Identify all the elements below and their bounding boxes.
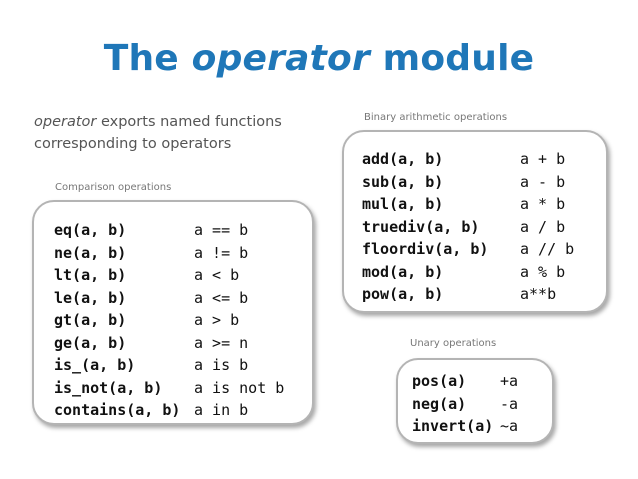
op-row: pow(a, b) a**b: [362, 283, 574, 306]
op-row: eq(a, b) a == b: [54, 219, 284, 242]
intro-emphasis: operator: [34, 114, 97, 130]
op-expression: ~a: [500, 417, 519, 435]
op-function: is_(a, b): [54, 356, 136, 374]
op-function: lt(a, b): [54, 266, 127, 284]
op-expression: a >= n: [194, 333, 249, 352]
op-row: ge(a, b) a >= n: [54, 332, 284, 355]
op-function: pos(a): [412, 372, 467, 390]
op-expression: a // b: [520, 240, 575, 258]
op-expression: a * b: [520, 195, 566, 213]
op-function: mod(a, b): [362, 262, 444, 281]
unary-list: pos(a) +a neg(a) -a invert(a) ~a: [412, 370, 518, 438]
op-expression: a - b: [520, 172, 566, 191]
op-function: ge(a, b): [54, 333, 127, 352]
op-function: gt(a, b): [54, 311, 127, 329]
op-expression: +a: [500, 372, 519, 390]
op-function: floordiv(a, b): [362, 240, 489, 258]
op-function: is_not(a, b): [54, 378, 163, 397]
op-row: floordiv(a, b) a // b: [362, 238, 574, 261]
op-row: sub(a, b) a - b: [362, 171, 574, 194]
op-function: pow(a, b): [362, 285, 444, 303]
op-row: contains(a, b) a in b: [54, 399, 284, 422]
op-expression: a is not b: [194, 378, 285, 397]
op-row: is_(a, b) a is b: [54, 354, 284, 377]
op-function: sub(a, b): [362, 172, 444, 191]
op-function: contains(a, b): [54, 401, 181, 419]
title-suffix: module: [369, 38, 535, 79]
op-row: le(a, b) a <= b: [54, 287, 284, 310]
op-row: gt(a, b) a > b: [54, 309, 284, 332]
op-expression: a / b: [520, 217, 566, 236]
op-function: add(a, b): [362, 150, 444, 168]
op-expression: a is b: [194, 356, 249, 374]
op-function: eq(a, b): [54, 221, 127, 239]
op-row: truediv(a, b) a / b: [362, 216, 574, 239]
intro-text: operator exports named functions corresp…: [34, 111, 324, 155]
op-function: invert(a): [412, 417, 494, 435]
op-row: is_not(a, b) a is not b: [54, 377, 284, 400]
op-expression: a == b: [194, 221, 249, 239]
op-expression: a != b: [194, 243, 249, 262]
op-function: neg(a): [412, 394, 467, 413]
op-expression: a < b: [194, 266, 240, 284]
binary-box: add(a, b) a + b sub(a, b) a - b mul(a, b) a…: [342, 130, 608, 313]
comparison-caption: Comparison operations: [55, 182, 172, 193]
op-function: truediv(a, b): [362, 217, 480, 236]
op-expression: a**b: [520, 285, 557, 303]
op-row: mul(a, b) a * b: [362, 193, 574, 216]
op-row: neg(a) -a: [412, 393, 518, 416]
intro-body: exports named functions corresponding to…: [34, 114, 282, 152]
op-row: lt(a, b) a < b: [54, 264, 284, 287]
binary-caption: Binary arithmetic operations: [364, 112, 508, 123]
op-row: pos(a) +a: [412, 370, 518, 393]
comparison-list: eq(a, b) a == b ne(a, b) a != b lt(a, b) a …: [54, 219, 284, 422]
op-expression: a in b: [194, 401, 249, 419]
op-row: ne(a, b) a != b: [54, 242, 284, 265]
title-emphasis: operator: [191, 38, 370, 79]
binary-list: add(a, b) a + b sub(a, b) a - b mul(a, b) a…: [362, 148, 574, 306]
op-expression: a <= b: [194, 288, 249, 307]
op-row: add(a, b) a + b: [362, 148, 574, 171]
op-expression: a + b: [520, 150, 566, 168]
unary-caption: Unary operations: [410, 338, 497, 349]
title-prefix: The: [103, 38, 192, 79]
page-title: The operator module: [0, 38, 638, 79]
unary-box: pos(a) +a neg(a) -a invert(a) ~a: [396, 358, 554, 444]
comparison-box: eq(a, b) a == b ne(a, b) a != b lt(a, b) a …: [32, 200, 314, 425]
op-row: mod(a, b) a % b: [362, 261, 574, 284]
op-expression: -a: [500, 394, 519, 413]
op-function: le(a, b): [54, 288, 127, 307]
op-function: mul(a, b): [362, 195, 444, 213]
op-expression: a % b: [520, 262, 566, 281]
op-function: ne(a, b): [54, 243, 127, 262]
op-expression: a > b: [194, 311, 240, 329]
op-row: invert(a) ~a: [412, 415, 518, 438]
